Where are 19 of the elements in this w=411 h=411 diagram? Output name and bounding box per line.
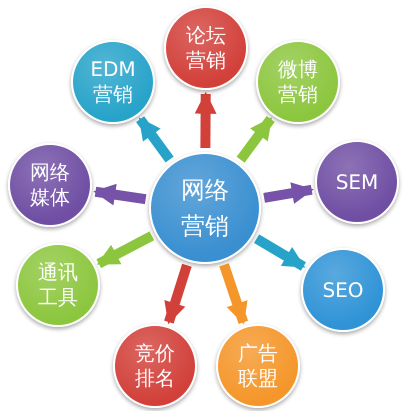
node-label: SEO — [321, 278, 365, 302]
arrow — [93, 184, 146, 206]
node-label: 网络媒体 — [29, 160, 71, 210]
node-label: 网络营销 — [180, 175, 230, 242]
node-label: 论坛营销 — [185, 23, 227, 73]
arrow — [236, 116, 275, 163]
arrow — [263, 182, 314, 204]
arrow — [96, 231, 154, 268]
node-label: EDM营销 — [89, 57, 137, 107]
node-label: 竞价排名 — [134, 341, 176, 391]
node-label: SEM — [334, 170, 380, 194]
node-label: 广告联盟 — [237, 341, 279, 391]
node-label: 通讯工具 — [37, 260, 79, 310]
arrow — [254, 234, 306, 271]
arrow — [194, 92, 217, 148]
arrow — [136, 116, 174, 162]
node-label: 微博营销 — [277, 57, 319, 107]
arrow — [164, 264, 192, 324]
arrow — [219, 263, 248, 324]
